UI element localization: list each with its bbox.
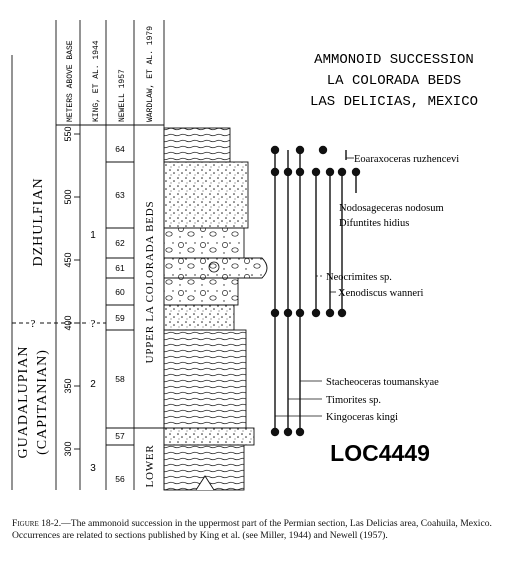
newell-boundaries <box>106 161 134 446</box>
tick-350: 350 <box>63 378 73 393</box>
newell-unit-64: 64 <box>115 144 125 154</box>
caption-text: —The ammonoid succession in the uppermos… <box>12 518 492 541</box>
stage-guadalupian: GUADALUPIAN <box>16 346 31 459</box>
tick-500: 500 <box>63 189 73 204</box>
taxon-difuntites: Difuntites hidius <box>339 218 409 229</box>
header-king: KING, ET AL. 1944 <box>92 40 101 122</box>
occurrence-dots <box>270 145 361 437</box>
title-line-3: LAS DELICIAS, MEXICO <box>310 94 478 110</box>
king-unit-1: 1 <box>90 230 96 241</box>
stage-boundary-bg: █ <box>29 316 37 331</box>
newell-unit-56: 56 <box>115 474 125 484</box>
leader-lines <box>275 157 354 417</box>
stage-dzhulfian: DZHULFIAN <box>31 177 46 266</box>
king-unit-3: 3 <box>90 463 96 474</box>
header-newell: NEWELL 1957 <box>118 69 127 122</box>
stratigraphic-figure: AMMONOID SUCCESSION LA COLORADA BEDS LAS… <box>11 20 478 491</box>
newell-unit-62: 62 <box>115 238 125 248</box>
newell-unit-61: 61 <box>115 263 125 273</box>
range-lines <box>274 150 357 432</box>
meter-scale: 550 500 450 400 350 300 <box>63 126 80 457</box>
figure-caption: Figure 18-2.—The ammonoid succession in … <box>12 518 517 542</box>
king-unit-2: 2 <box>90 379 96 390</box>
locality-stamp: LOC4449 <box>330 440 430 466</box>
taxon-timorites: Timorites sp. <box>326 395 381 406</box>
newell-units: 64 63 62 61 60 59 58 57 56 <box>115 144 125 484</box>
stage-capitanian: (CAPITANIAN) <box>35 349 50 455</box>
king-boundary-bg: █ <box>89 316 97 331</box>
caption-lead: Figure 18-2. <box>12 518 62 529</box>
title-line-1: AMMONOID SUCCESSION <box>314 52 474 68</box>
tick-550: 550 <box>63 126 73 141</box>
header-meters: METERS ABOVE BASE <box>66 40 75 122</box>
king-boundary-question: ? <box>91 318 96 330</box>
stage-boundary-question: ? <box>31 318 36 330</box>
tick-300: 300 <box>63 441 73 456</box>
taxon-nodosageceras: Nodosageceras nodosum <box>339 203 444 214</box>
taxa-labels: Eoaraxoceras ruzhencevi Nodosageceras no… <box>326 154 459 423</box>
newell-unit-63: 63 <box>115 190 125 200</box>
wardlaw-upper: UPPER LA COLORADA BEDS <box>144 201 156 364</box>
tick-400: 400 <box>63 315 73 330</box>
wardlaw-lower: LOWER <box>144 444 156 487</box>
tick-450: 450 <box>63 252 73 267</box>
header-wardlaw: WARDLAW, ET AL. 1979 <box>146 26 155 122</box>
taxon-xenodiscus: Xenodiscus wanneri <box>338 288 424 299</box>
taxon-eoaraxoceras: Eoaraxoceras ruzhencevi <box>354 154 459 165</box>
title-line-2: LA COLORADA BEDS <box>327 73 461 89</box>
newell-unit-60: 60 <box>115 287 125 297</box>
newell-unit-58: 58 <box>115 374 125 384</box>
taxon-neocrimites: Neocrimites sp. <box>326 272 392 283</box>
newell-unit-59: 59 <box>115 313 125 323</box>
newell-unit-57: 57 <box>115 431 125 441</box>
taxon-kingoceras: Kingoceras kingi <box>326 412 398 423</box>
king-units: 1 2 3 <box>90 230 96 474</box>
lithologic-column <box>163 127 268 491</box>
taxon-stacheoceras: Stacheoceras toumanskyae <box>326 377 439 388</box>
